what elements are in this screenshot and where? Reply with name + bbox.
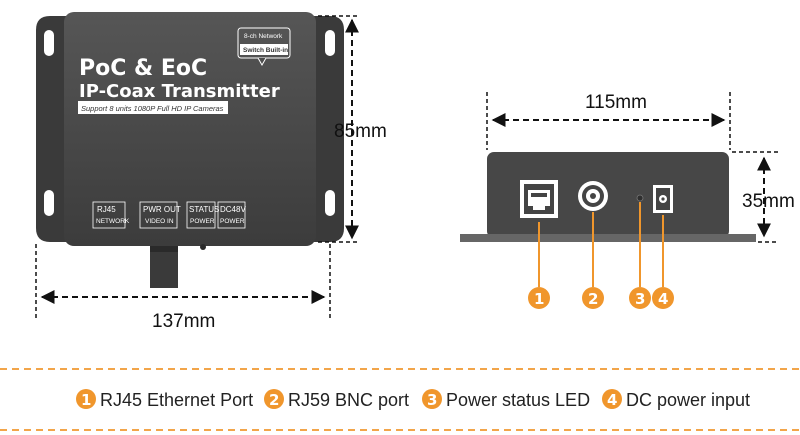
- dimension-depth-35: 35mm: [732, 151, 795, 243]
- callout-line1: 8-ch Network: [244, 33, 283, 40]
- switch-callout: 8-ch Network Switch Built-in: [237, 27, 291, 67]
- base-plate: [460, 234, 756, 242]
- front-port-labels: RJ45 NETWORK PWR OUT VIDEO IN STATUS POW…: [92, 201, 246, 229]
- rj45-port: [520, 180, 558, 218]
- port-label-top: PWR OUT: [143, 205, 181, 214]
- device-title-line2: IP-Coax Transmitter: [79, 81, 280, 102]
- svg-text:4: 4: [658, 290, 668, 308]
- port-label-bottom: VIDEO IN: [145, 218, 174, 225]
- coax-connector-ridge: [150, 246, 178, 252]
- legend-label: DC power input: [626, 390, 750, 410]
- callout-badge-4: [652, 287, 674, 309]
- legend-label: RJ45 Ethernet Port: [100, 390, 253, 410]
- coax-connector: [150, 246, 178, 288]
- port-callouts: 1 2 3 4: [528, 202, 674, 309]
- dc-jack: [653, 185, 673, 213]
- mounting-slot: [325, 30, 335, 56]
- dim-height-label: 85mm: [334, 121, 387, 142]
- dim-width-label: 115mm: [585, 92, 647, 113]
- legend: 1 RJ45 Ethernet Port 2 RJ59 BNC port 3 P…: [76, 389, 750, 410]
- port-label-bottom: POWER: [220, 218, 245, 225]
- callout-badge-3: [629, 287, 651, 309]
- svg-text:2: 2: [588, 290, 598, 308]
- dimension-height-85: 85mm: [318, 15, 387, 243]
- device-title-line1: PoC & EoC: [79, 56, 207, 81]
- device-front-view: [460, 152, 756, 242]
- legend-label: RJ59 BNC port: [288, 390, 409, 410]
- mounting-slot: [44, 190, 54, 216]
- mounting-slot: [44, 30, 54, 56]
- port-label-bottom: NETWORK: [96, 218, 130, 225]
- port-label-top: RJ45: [97, 205, 116, 214]
- dim-length-label: 137mm: [152, 311, 215, 332]
- device-top-view: PoC & EoC IP-Coax Transmitter Support 8 …: [36, 12, 344, 288]
- svg-text:1: 1: [81, 391, 91, 409]
- callout-line2: Switch Built-in: [243, 47, 288, 54]
- callout-badge-2: [582, 287, 604, 309]
- dim-depth-label: 35mm: [742, 191, 795, 212]
- callout-badge-1: [528, 287, 550, 309]
- svg-text:1: 1: [534, 290, 544, 308]
- svg-text:3: 3: [427, 391, 437, 409]
- status-led: [200, 244, 206, 250]
- port-label-top: DC48V: [220, 205, 246, 214]
- svg-text:3: 3: [635, 290, 645, 308]
- device-subtitle: Support 8 units 1080P Full HD IP Cameras: [81, 104, 224, 113]
- legend-label: Power status LED: [446, 390, 590, 410]
- legend-item: 3 Power status LED: [422, 389, 590, 410]
- svg-text:2: 2: [269, 391, 279, 409]
- dimension-width-115: 115mm: [486, 92, 731, 150]
- device-body: [64, 12, 316, 246]
- subtitle-bar: [78, 101, 228, 114]
- power-led: [636, 194, 644, 202]
- legend-item: 1 RJ45 Ethernet Port: [76, 389, 253, 410]
- svg-text:4: 4: [607, 391, 617, 409]
- legend-item: 2 RJ59 BNC port: [264, 389, 409, 410]
- bnc-port: [578, 181, 608, 211]
- mounting-slot: [325, 190, 335, 216]
- port-label-top: STATUS: [189, 205, 219, 214]
- dimension-length-137: 137mm: [35, 244, 331, 332]
- port-label-bottom: POWER: [190, 218, 215, 225]
- legend-item: 4 DC power input: [602, 389, 750, 410]
